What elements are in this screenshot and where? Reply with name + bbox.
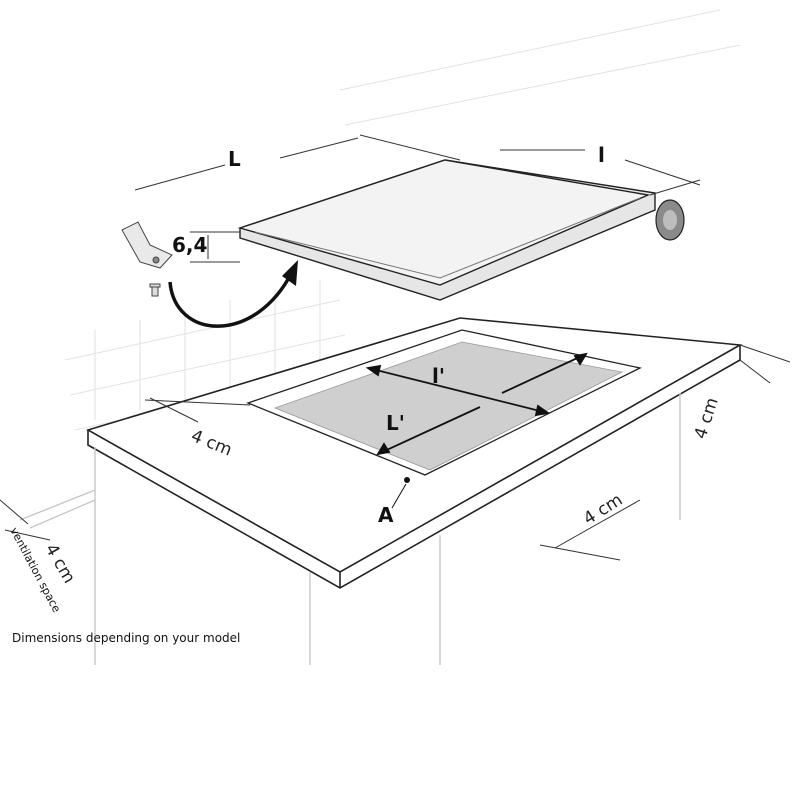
width-l-label: l	[598, 143, 605, 167]
curved-arrow-icon	[168, 260, 298, 328]
bracket-icon	[121, 221, 173, 269]
length-l-label: L	[228, 147, 241, 171]
dimensions-note: Dimensions depending on your model	[12, 631, 240, 645]
cutout-width-label: l'	[432, 364, 445, 388]
thickness-label: 6,4	[172, 233, 207, 257]
screw-icon	[149, 283, 161, 297]
knob-icon	[655, 199, 685, 241]
point-a-marker	[391, 477, 410, 509]
cutout	[246, 329, 642, 476]
side-gap-label: 4 cm	[580, 490, 626, 529]
hob	[237, 159, 656, 301]
hob-dimension-lines	[134, 134, 701, 263]
cutout-dimension-arrows	[365, 352, 588, 456]
cutout-length-label: L'	[386, 411, 405, 435]
gap-dimension-lines	[0, 344, 791, 561]
back-gap-label: 4 cm	[691, 395, 723, 441]
point-a-label: A	[378, 503, 394, 527]
cabinet	[19, 393, 681, 665]
